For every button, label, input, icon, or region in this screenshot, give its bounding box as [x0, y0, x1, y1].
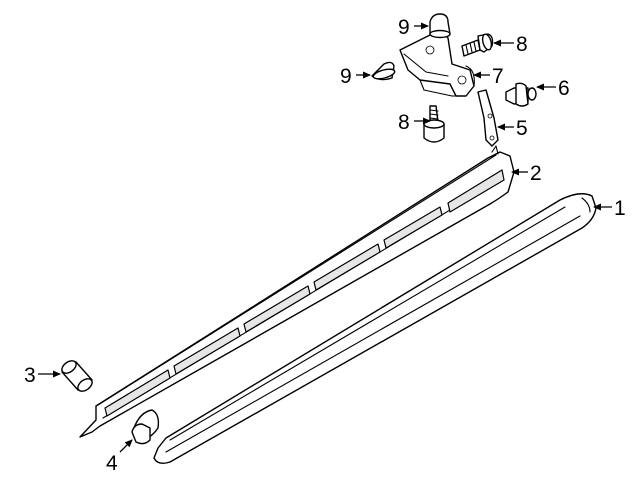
callout-6: 6	[558, 77, 570, 100]
sill-plate-part-2	[79, 145, 515, 438]
sill-plate-slots	[104, 169, 505, 417]
callout-3: 3	[24, 364, 36, 387]
callout-8-lower: 8	[398, 111, 410, 134]
callout-7: 7	[492, 65, 504, 88]
leader-4	[119, 439, 133, 453]
plug-part-3	[61, 360, 93, 392]
callout-9-top: 9	[398, 16, 410, 39]
bracket-part-5	[477, 89, 499, 147]
leader-arrows	[38, 22, 612, 453]
callout-4: 4	[106, 452, 118, 475]
mounting-bracket-part-7	[399, 29, 475, 97]
callout-8-upper: 8	[516, 33, 528, 56]
callout-9-left: 9	[340, 65, 352, 88]
push-pin-part-6	[505, 82, 537, 107]
cap-part-9-top	[429, 13, 451, 39]
callout-1: 1	[614, 197, 626, 220]
callout-2: 2	[530, 162, 542, 185]
cap-part-9-left	[371, 61, 396, 81]
rocker-molding-part-1	[153, 193, 597, 465]
screw-part-8-lower	[423, 105, 445, 143]
callout-5: 5	[516, 117, 528, 140]
clip-part-4	[131, 409, 160, 445]
screw-part-8-upper	[461, 33, 494, 57]
callout-labels: 1 2 3 4 5 6 7 8 8 9 9	[24, 16, 626, 475]
